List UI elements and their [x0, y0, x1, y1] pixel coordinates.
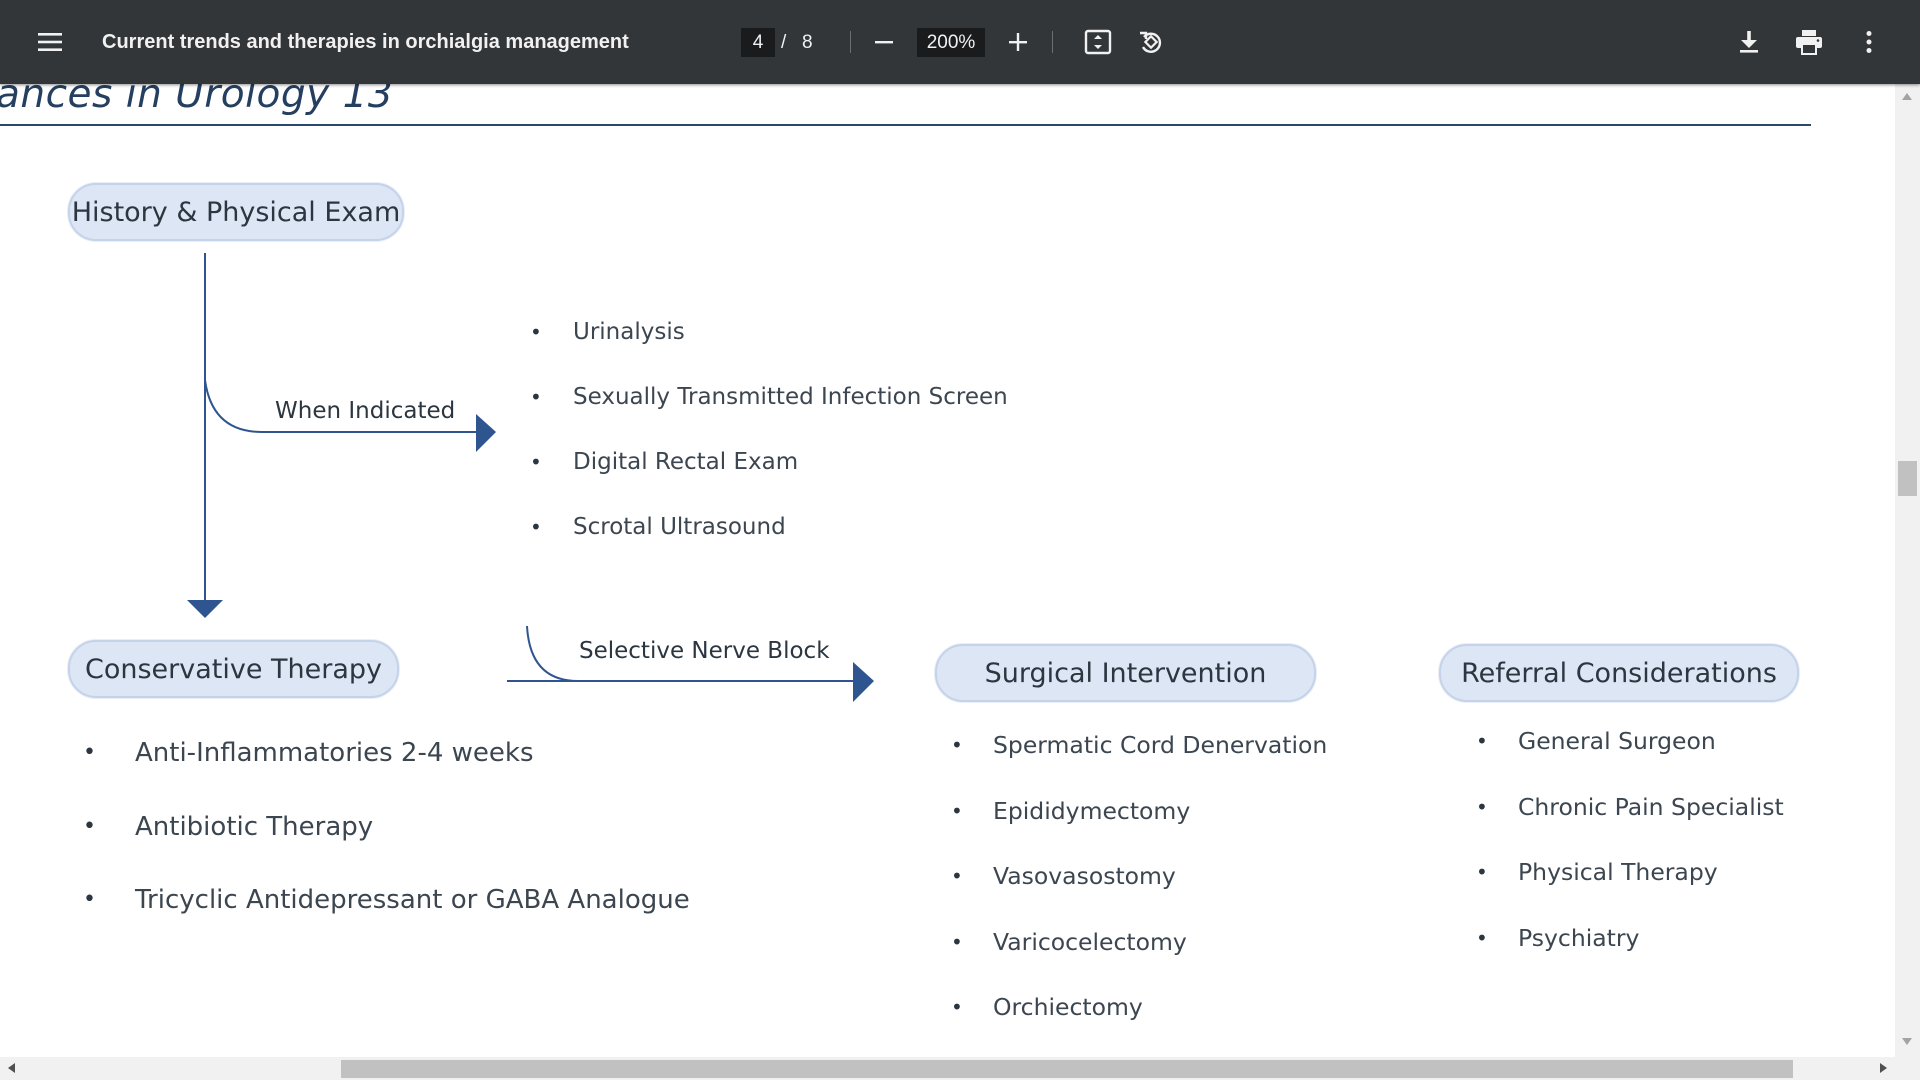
toolbar-divider: [1052, 31, 1053, 53]
list-item: Spermatic Cord Denervation: [951, 732, 1327, 798]
header-rule: [0, 124, 1811, 126]
horizontal-scrollbar-thumb[interactable]: [341, 1060, 1793, 1078]
document-title: Current trends and therapies in orchialg…: [102, 31, 629, 53]
list-item: Varicocelectomy: [951, 928, 1327, 995]
scroll-up-arrow-icon[interactable]: [1902, 93, 1912, 100]
list-item: Urinalysis: [530, 319, 1008, 384]
page-number-input[interactable]: [741, 28, 775, 57]
list-item: Anti-Inflammatories 2-4 weeks: [83, 738, 690, 812]
running-header: ances in Urology 13: [0, 84, 394, 117]
arrow-history-to-conservative: [187, 253, 223, 618]
download-icon[interactable]: [1729, 22, 1769, 62]
zoom-in-icon[interactable]: [998, 22, 1038, 62]
list-conservative-therapy: Anti-Inflammatories 2-4 weeks Antibiotic…: [83, 738, 690, 959]
zoom-out-icon[interactable]: [864, 22, 904, 62]
pdf-page: ances in Urology 13 History & Physical E…: [0, 84, 1895, 1057]
list-item: Digital Rectal Exam: [530, 449, 1008, 514]
fit-to-page-icon[interactable]: [1078, 22, 1118, 62]
print-icon[interactable]: [1789, 22, 1829, 62]
zoom-level-input[interactable]: [917, 28, 985, 57]
list-item: Psychiatry: [1476, 924, 1784, 991]
list-diagnostic-tests: Urinalysis Sexually Transmitted Infectio…: [530, 319, 1008, 579]
document-viewer[interactable]: ances in Urology 13 History & Physical E…: [0, 84, 1895, 1057]
page-separator: /: [781, 32, 787, 53]
flowchart-connectors: [187, 253, 874, 702]
scroll-left-arrow-icon[interactable]: [8, 1063, 15, 1073]
node-conservative-therapy: Conservative Therapy: [68, 640, 399, 698]
list-item: Chronic Pain Specialist: [1476, 793, 1784, 860]
arrow-nerve-block: [507, 625, 874, 702]
list-referral-considerations: General Surgeon Chronic Pain Specialist …: [1476, 728, 1784, 990]
edge-label-selective-nerve-block: Selective Nerve Block: [579, 638, 830, 664]
arrow-when-indicated: [204, 379, 496, 452]
edge-label-when-indicated: When Indicated: [275, 398, 456, 424]
arrowhead-right: [853, 662, 874, 702]
total-pages: 8: [802, 32, 813, 53]
hamburger-menu-icon[interactable]: [30, 22, 70, 62]
scroll-down-arrow-icon[interactable]: [1902, 1038, 1912, 1045]
pdf-toolbar: Current trends and therapies in orchialg…: [0, 0, 1920, 84]
list-item: General Surgeon: [1476, 728, 1784, 794]
arrowhead-down: [187, 600, 223, 618]
node-history-physical-exam: History & Physical Exam: [68, 183, 404, 241]
toolbar-divider: [850, 31, 851, 53]
list-item: Physical Therapy: [1476, 859, 1784, 925]
list-item: Antibiotic Therapy: [83, 812, 690, 886]
list-item: Tricyclic Antidepressant or GABA Analogu…: [83, 885, 690, 959]
node-surgical-intervention: Surgical Intervention: [935, 644, 1316, 702]
vertical-scrollbar[interactable]: [1895, 84, 1920, 1057]
rotate-icon[interactable]: [1131, 22, 1171, 62]
list-surgical-intervention: Spermatic Cord Denervation Epididymectom…: [951, 732, 1327, 1057]
node-referral-considerations: Referral Considerations: [1439, 644, 1799, 702]
vertical-scrollbar-thumb[interactable]: [1898, 461, 1917, 496]
list-item: Vasovasostomy: [951, 863, 1327, 929]
list-item: Sexually Transmitted Infection Screen: [530, 384, 1008, 449]
list-item: Orchiectomy: [951, 994, 1327, 1057]
list-item: Epididymectomy: [951, 797, 1327, 864]
more-options-icon[interactable]: [1849, 22, 1889, 62]
scroll-right-arrow-icon[interactable]: [1880, 1063, 1887, 1073]
list-item: Scrotal Ultrasound: [530, 514, 1008, 579]
arrowhead-right: [476, 414, 496, 452]
